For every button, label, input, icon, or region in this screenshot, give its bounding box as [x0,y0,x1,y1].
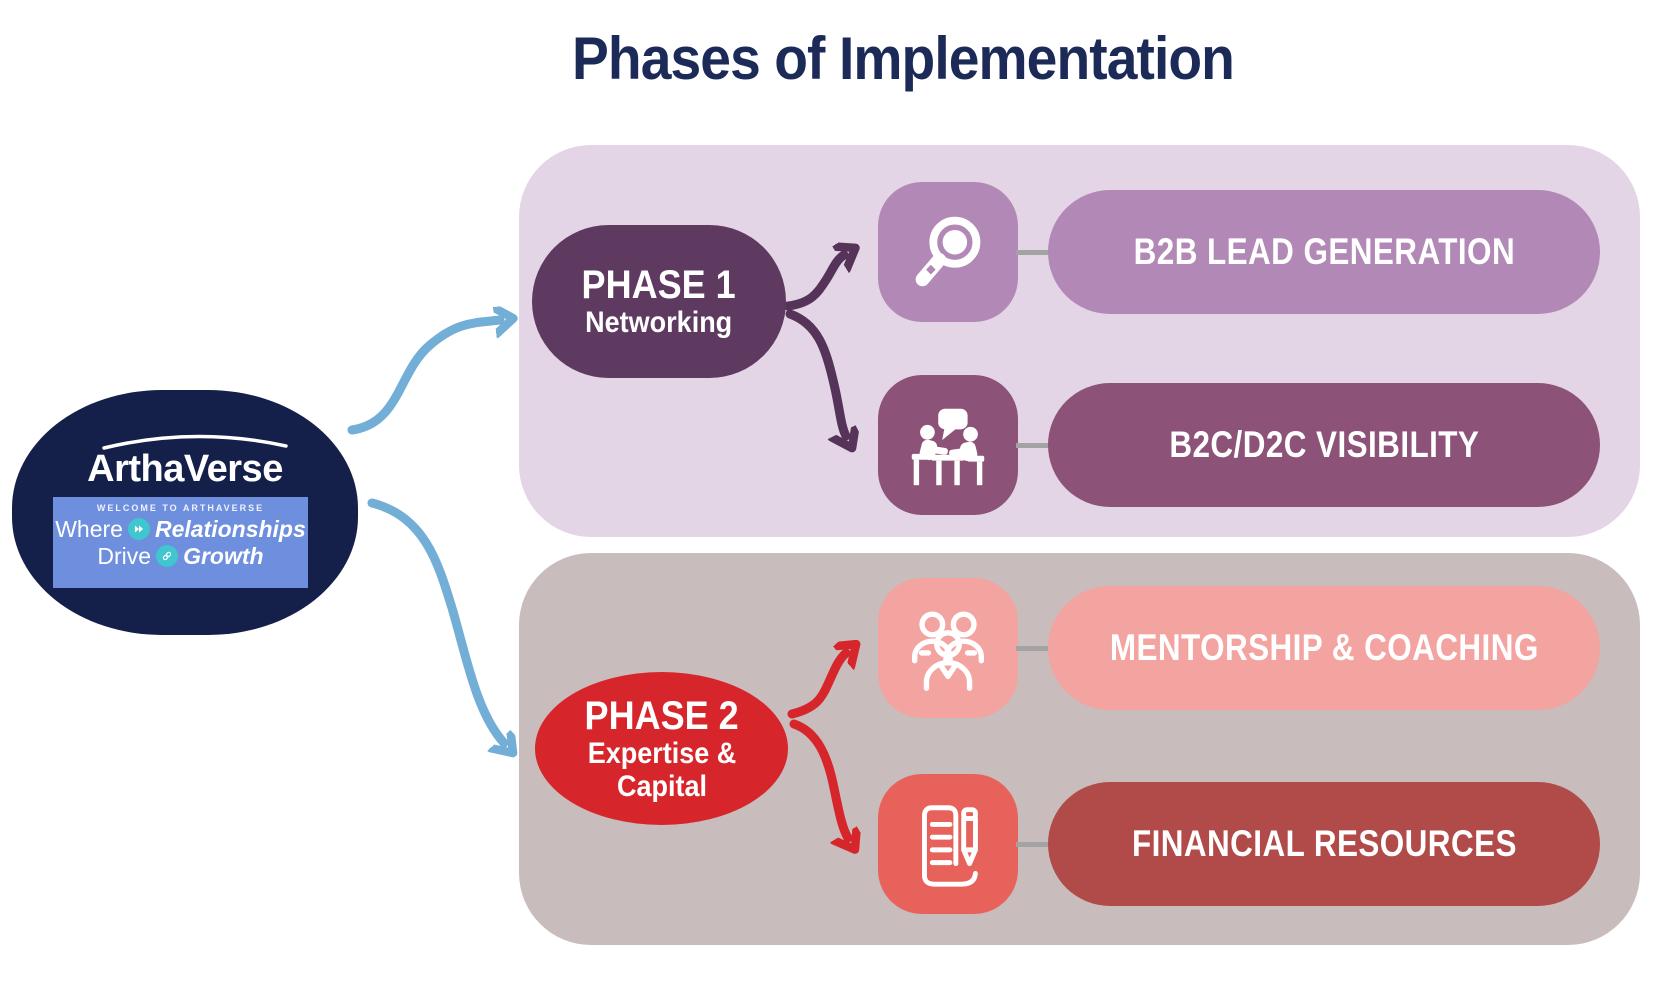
financial-resources-pill: FINANCIAL RESOURCES [1048,782,1600,906]
phase1-bubble: PHASE 1 Networking [532,225,786,378]
b2c-d2c-visibility-label: B2C/D2C VISIBILITY [1169,424,1479,465]
mentorship-coaching-pill: MENTORSHIP & COACHING [1048,586,1600,710]
phase1-sublabel: Networking [585,306,733,339]
fast-forward-icon [127,517,150,540]
conversation-icon [911,408,985,486]
phase1-label: PHASE 1 [581,263,737,307]
link-icon [156,544,179,567]
financial-icon-tile [878,774,1018,914]
document-pencil-icon [922,805,978,887]
tagline-drive: Drive [97,542,152,569]
connector-line [1016,250,1050,255]
connector-line [1016,842,1050,847]
b2c-d2c-visibility-pill: B2C/D2C VISIBILITY [1048,383,1600,507]
b2b-lead-generation-label: B2B LEAD GENERATION [1133,231,1515,272]
tagline-line-1: Where Relationships [55,515,306,542]
arthaverse-logo: ArthaVerse WELCOME TO ARTHAVERSE Where R… [12,390,358,635]
logo-welcome-text: WELCOME TO ARTHAVERSE [96,503,265,513]
b2c-icon-tile [878,375,1018,515]
tagline-growth: Growth [183,542,264,569]
swoosh-icon [102,434,288,450]
financial-resources-label: FINANCIAL RESOURCES [1131,823,1517,864]
mentorship-icon-tile [878,578,1018,718]
team-icon [911,611,985,691]
mentorship-coaching-label: MENTORSHIP & COACHING [1109,627,1539,668]
arrow-logo-to-phase2 [367,498,504,743]
phase2-sublabel: Expertise & Capital [587,736,736,803]
tagline-where: Where [55,515,123,542]
logo-tagline-band: WELCOME TO ARTHAVERSE Where Relationship… [53,497,308,588]
tagline-line-2: Drive Growth [97,542,263,569]
logo-brand-text: ArthaVerse [87,448,283,490]
connector-line [1016,646,1050,651]
b2b-icon-tile [878,182,1018,322]
arrow-logo-to-phase1 [347,320,500,435]
tagline-relationships: Relationships [154,515,306,542]
page-title: Phases of Implementation [572,25,1235,92]
phase2-label: PHASE 2 [584,693,739,738]
magnifier-icon [915,216,981,287]
connector-line [1016,443,1050,448]
phase2-bubble: PHASE 2 Expertise & Capital [535,672,788,825]
b2b-lead-generation-pill: B2B LEAD GENERATION [1048,190,1600,314]
